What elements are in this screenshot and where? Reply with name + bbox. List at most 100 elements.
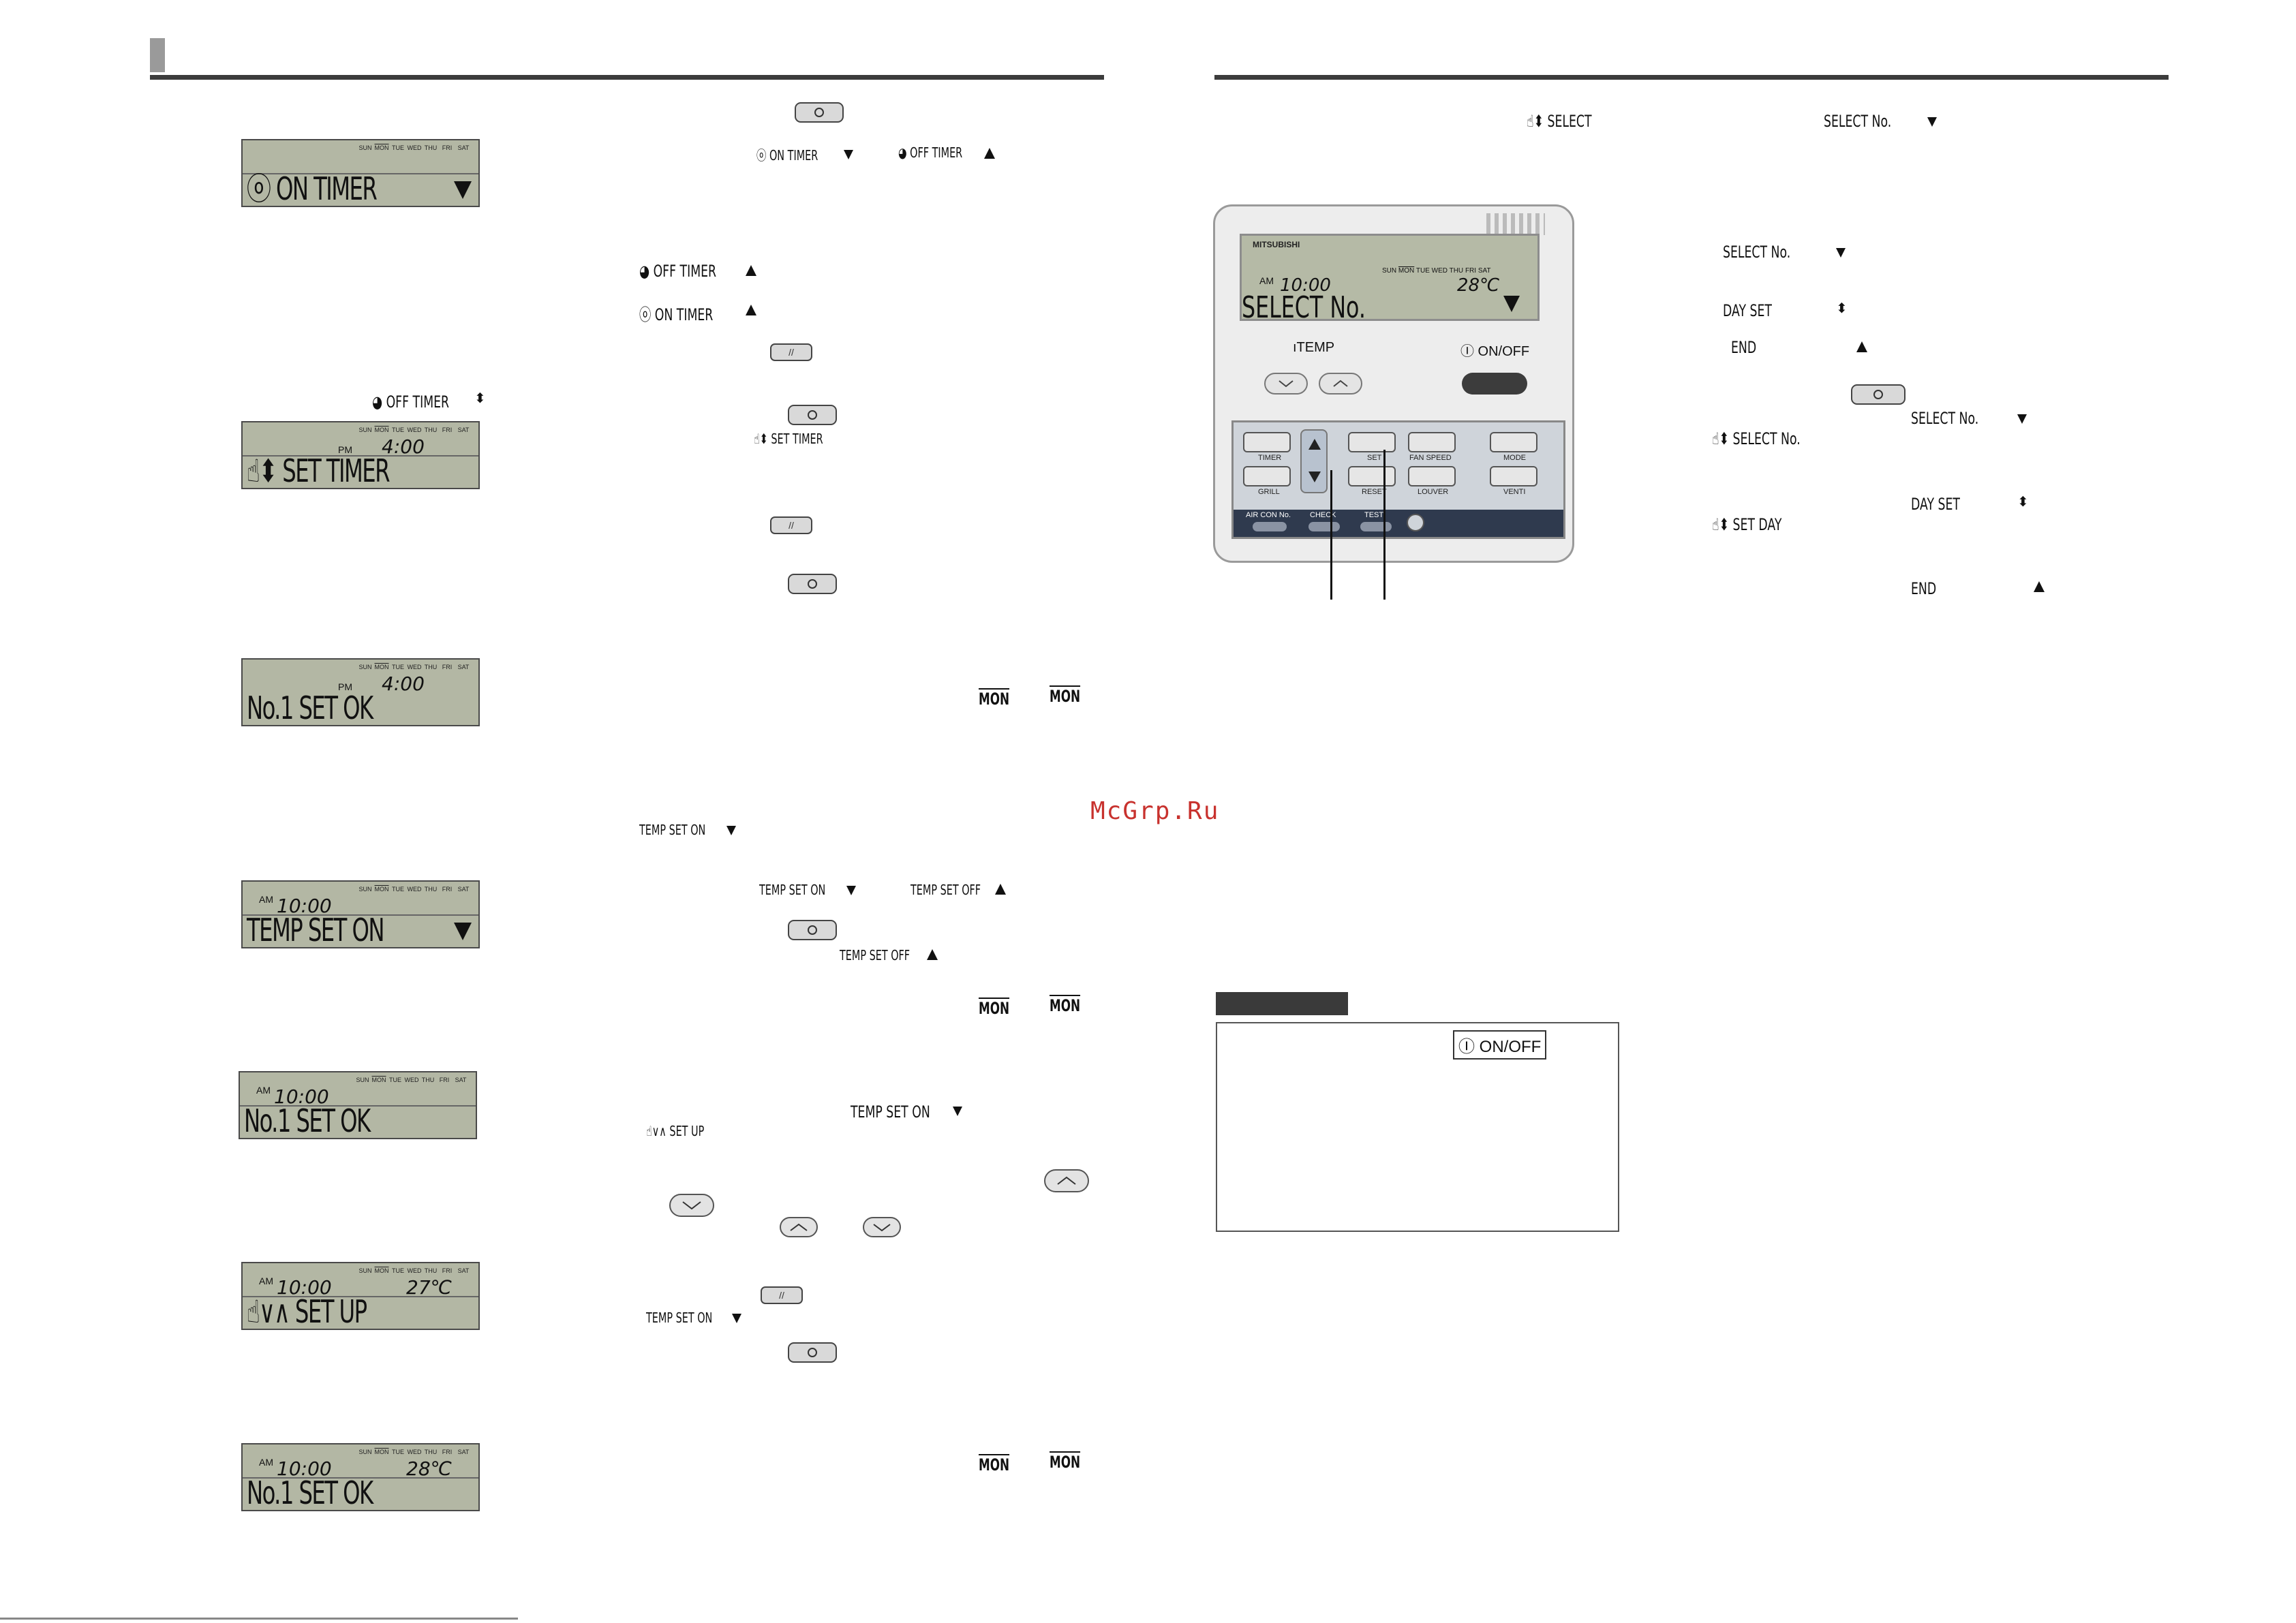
mon-label-6: MON bbox=[1050, 1453, 1081, 1472]
select-no-label-1: SELECT No. bbox=[1723, 243, 1791, 262]
day-set-label-1: DAY SET bbox=[1723, 301, 1772, 320]
lcd-text: TEMP SET ON bbox=[247, 912, 384, 948]
up-arrow-icon bbox=[1856, 341, 1867, 353]
down-arrow-icon bbox=[844, 149, 853, 161]
on-timer-label: ⓞ ON TIMER bbox=[756, 147, 818, 164]
lcd-time: 4:00 bbox=[382, 435, 425, 458]
set-button-3[interactable] bbox=[788, 574, 837, 594]
up-button-2[interactable] bbox=[780, 1217, 818, 1237]
set-button-6[interactable] bbox=[1851, 384, 1905, 405]
up-down-icon: ⬍ bbox=[474, 390, 486, 406]
lcd-text: ☝∨∧ SET UP bbox=[247, 1293, 367, 1330]
end-label-1: END bbox=[1731, 338, 1757, 357]
onoff-label: Ⓘ ON/OFF bbox=[1460, 344, 1530, 359]
speaker-grille bbox=[1486, 213, 1545, 235]
onoff-tag: Ⓘ ON/OFF bbox=[1453, 1030, 1547, 1060]
day-set-label-2: DAY SET bbox=[1911, 495, 1960, 514]
test-button[interactable] bbox=[1360, 522, 1392, 531]
set-button-2[interactable] bbox=[788, 405, 837, 425]
end-label-2: END bbox=[1911, 579, 1937, 598]
set-key[interactable] bbox=[1348, 432, 1396, 452]
up-arrow-icon bbox=[746, 264, 756, 277]
select-no-hand-label: ☝⬍ SELECT No. bbox=[1712, 429, 1801, 448]
control-panel: TIMER GRILL SET RESET FAN SPEED LOUVER M… bbox=[1231, 420, 1565, 539]
select-label: ☝⬍ SELECT bbox=[1527, 112, 1592, 131]
select-no-label-2: SELECT No. bbox=[1911, 409, 1979, 428]
down-arrow-icon bbox=[454, 923, 472, 940]
section-marker bbox=[150, 38, 165, 72]
remote-controller: MITSUBISHI SUN MON TUE WED THU FRI SAT A… bbox=[1213, 204, 1574, 563]
down-button-2[interactable] bbox=[863, 1217, 901, 1237]
up-arrow-icon bbox=[746, 304, 756, 316]
down-arrow-icon bbox=[454, 181, 472, 199]
mon-label-5: MON bbox=[979, 1455, 1010, 1474]
check-button[interactable] bbox=[1308, 522, 1340, 531]
fan-speed-button[interactable] bbox=[1408, 432, 1456, 452]
down-arrow-icon bbox=[732, 1312, 741, 1325]
mon-label-4: MON bbox=[1050, 996, 1081, 1015]
reset-key[interactable] bbox=[1348, 466, 1396, 486]
set-day-hand-label: ☝⬍ SET DAY bbox=[1712, 515, 1782, 534]
down-arrow-icon bbox=[2017, 413, 2027, 425]
reset-button-3[interactable]: // bbox=[761, 1286, 803, 1304]
temp-set-off-label-1: TEMP SET OFF bbox=[910, 882, 981, 898]
callout-line-1 bbox=[1330, 470, 1332, 600]
temp-set-on-label-1: TEMP SET ON bbox=[639, 822, 706, 838]
right-header-rule bbox=[1214, 75, 2169, 80]
reset-button-2[interactable]: // bbox=[770, 516, 812, 534]
off-timer-label-2: ◕ OFF TIMER bbox=[639, 262, 717, 281]
up-arrow-icon bbox=[984, 147, 995, 159]
up-down-rocker[interactable] bbox=[1300, 429, 1328, 493]
left-header-rule bbox=[150, 75, 1104, 80]
up-arrow-icon bbox=[927, 948, 938, 961]
temp-up-button[interactable] bbox=[1319, 373, 1362, 395]
off-timer-screen-label: ◕ OFF TIMER bbox=[372, 392, 450, 412]
set-button[interactable] bbox=[795, 102, 844, 123]
up-arrow-icon bbox=[1308, 439, 1321, 450]
callout-line-2 bbox=[1383, 450, 1386, 600]
brand-logo: MITSUBISHI bbox=[1253, 240, 1300, 249]
temp-label: ıTEMP bbox=[1293, 340, 1335, 355]
onoff-button[interactable] bbox=[1462, 373, 1527, 395]
up-arrow-icon bbox=[995, 883, 1006, 895]
air-con-no-button[interactable] bbox=[1253, 522, 1287, 531]
watermark: McGrp.Ru bbox=[1090, 797, 1220, 825]
mode-button[interactable] bbox=[1490, 432, 1537, 452]
lcd-text: ⓞ ON TIMER bbox=[247, 170, 378, 207]
timer-button[interactable] bbox=[1243, 432, 1291, 452]
grill-button[interactable] bbox=[1243, 466, 1291, 486]
remote-lcd: MITSUBISHI SUN MON TUE WED THU FRI SAT A… bbox=[1240, 234, 1540, 325]
screw-icon bbox=[1407, 514, 1424, 531]
mon-label-1: MON bbox=[979, 690, 1010, 709]
mon-label-2: MON bbox=[1050, 687, 1081, 706]
select-no-top-label: SELECT No. bbox=[1824, 112, 1892, 131]
temp-down-button[interactable] bbox=[1264, 373, 1308, 395]
venti-button[interactable] bbox=[1490, 466, 1537, 486]
down-arrow-icon bbox=[1503, 296, 1520, 312]
set-button-4[interactable] bbox=[788, 920, 837, 940]
up-down-icon: ⬍ bbox=[1836, 300, 1848, 316]
reset-button[interactable]: // bbox=[770, 343, 812, 361]
lcd-time: 10:00 bbox=[1280, 275, 1331, 296]
down-button[interactable] bbox=[669, 1194, 714, 1217]
temp-set-on-label-4: TEMP SET ON bbox=[646, 1310, 713, 1326]
note-box bbox=[1216, 1022, 1619, 1232]
temp-set-on-label-2: TEMP SET ON bbox=[759, 882, 826, 898]
lcd-ampm: PM bbox=[338, 444, 352, 455]
down-arrow-icon bbox=[1308, 472, 1321, 482]
louver-button[interactable] bbox=[1408, 466, 1456, 486]
set-button-5[interactable] bbox=[788, 1342, 837, 1363]
lcd-text: No.1 SET OK bbox=[247, 1474, 373, 1511]
temp-set-off-label-2: TEMP SET OFF bbox=[840, 947, 910, 963]
up-down-icon: ⬍ bbox=[2017, 494, 2029, 510]
up-button[interactable] bbox=[1044, 1169, 1089, 1192]
lcd-text: ☝⬍ SET TIMER bbox=[247, 452, 391, 489]
